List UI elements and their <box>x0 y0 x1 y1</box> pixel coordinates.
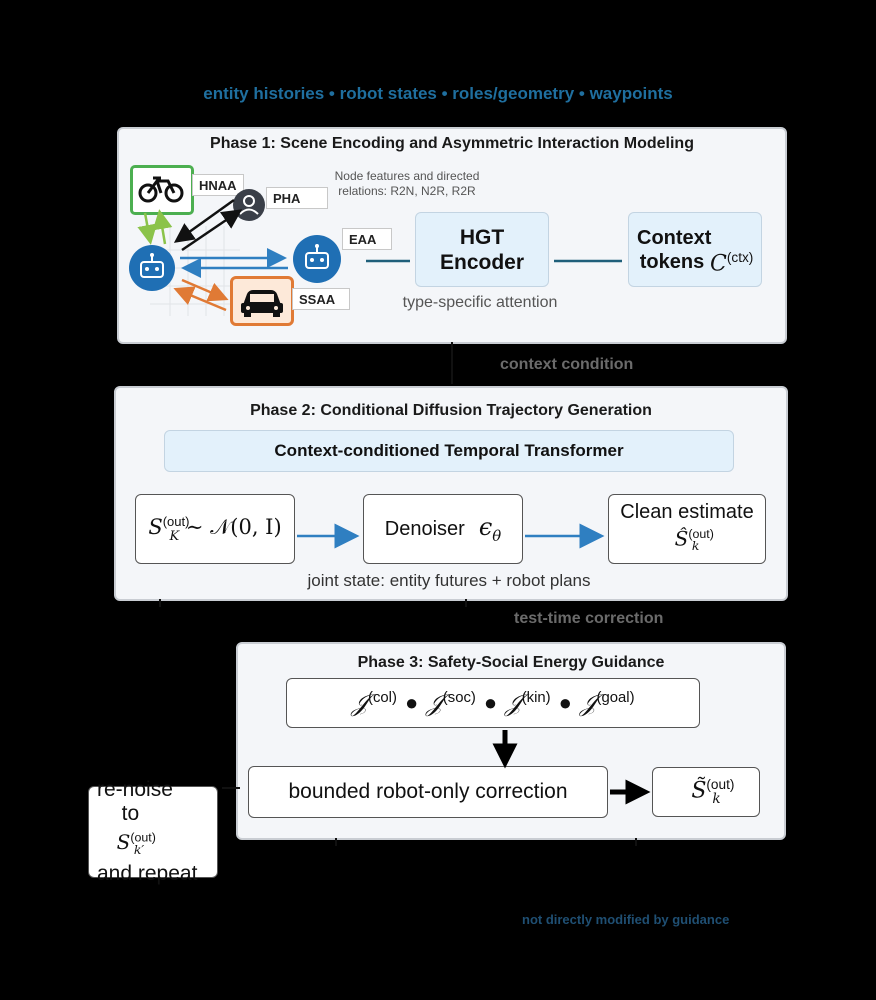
phase2-panel: Phase 2: Conditional Diffusion Trajector… <box>114 386 788 601</box>
energy-term-goal: 𝒥(goal) <box>579 689 635 717</box>
renoise-line1: re-noise <box>97 777 173 801</box>
ssaa-tag: SSAA <box>292 288 350 310</box>
noise-sample-box: S(out)K ∼ 𝒩(0, I) <box>135 494 295 564</box>
denoiser-symbol: ϵθ <box>478 513 502 545</box>
ego-robot-icon <box>128 244 176 292</box>
clean-estimate-symbol: Ŝ(out)k <box>674 526 714 554</box>
energy-terms-box: 𝒥(col) ● 𝒥(soc) ● 𝒥(kin) ● 𝒥(goal) <box>286 678 700 728</box>
corrected-output-box: S̃(out)k <box>652 767 760 817</box>
other-robot-icon <box>292 234 342 284</box>
test-time-correction-label: test-time correction <box>514 610 664 627</box>
noise-formula: S(out)K ∼ 𝒩(0, I) <box>148 514 282 544</box>
attention-note: type-specific attention <box>402 294 558 311</box>
energy-term-kin: 𝒥(kin) <box>505 689 551 717</box>
joint-state-note: joint state: entity futures + robot plan… <box>307 571 591 590</box>
clean-estimate-label: Clean estimate <box>620 500 754 523</box>
car-icon <box>230 276 294 326</box>
temporal-transformer-box: Context-conditioned Temporal Transformer <box>164 430 734 472</box>
encoder-line2: Encoder <box>439 250 525 274</box>
correction-box: bounded robot-only correction <box>248 766 608 818</box>
bullet-separator: ● <box>558 690 572 715</box>
input-banner: entity histories • robot states • roles/… <box>203 84 673 103</box>
bullet-separator: ● <box>483 690 498 715</box>
phase1-title: Phase 1: Scene Encoding and Asymmetric I… <box>210 135 694 152</box>
corrected-output-symbol: S̃(out)k <box>691 777 735 807</box>
pha-tag: PHA <box>266 187 328 209</box>
eaa-tag: EAA <box>342 228 392 250</box>
guidance-note: not directly modified by guidance <box>522 912 730 927</box>
bullet-separator: ● <box>404 690 419 715</box>
context-symbol: C(ctx) <box>710 250 754 277</box>
clean-estimate-box: Clean estimate Ŝ(out)k <box>608 494 766 564</box>
context-condition-label: context condition <box>500 356 634 373</box>
renoise-line3: and repeat <box>97 862 198 886</box>
energy-term-soc: 𝒥(soc) <box>426 689 476 717</box>
hnaa-tag: HNAA <box>192 174 244 196</box>
renoise-line2: to S(out)k′ <box>116 801 156 858</box>
energy-term-col: 𝒥(col) <box>351 689 397 717</box>
bicycle-icon <box>130 165 194 215</box>
phase3-title: Phase 3: Safety-Social Energy Guidance <box>357 654 665 671</box>
denoiser-box: Denoiser ϵθ <box>363 494 523 564</box>
phase2-title: Phase 2: Conditional Diffusion Trajector… <box>250 402 652 419</box>
encoder-line1: HGT <box>459 225 505 249</box>
context-tokens-label: Context tokens <box>637 226 712 273</box>
context-tokens-box: Context tokens <box>628 212 762 287</box>
denoiser-label: Denoiser <box>384 517 465 540</box>
renoise-box: re-noise to S(out)k′ and repeat <box>88 778 218 885</box>
node-features-note: Node features and directed relations: R2… <box>334 169 480 198</box>
hgt-encoder-box: HGT Encoder <box>415 212 549 287</box>
